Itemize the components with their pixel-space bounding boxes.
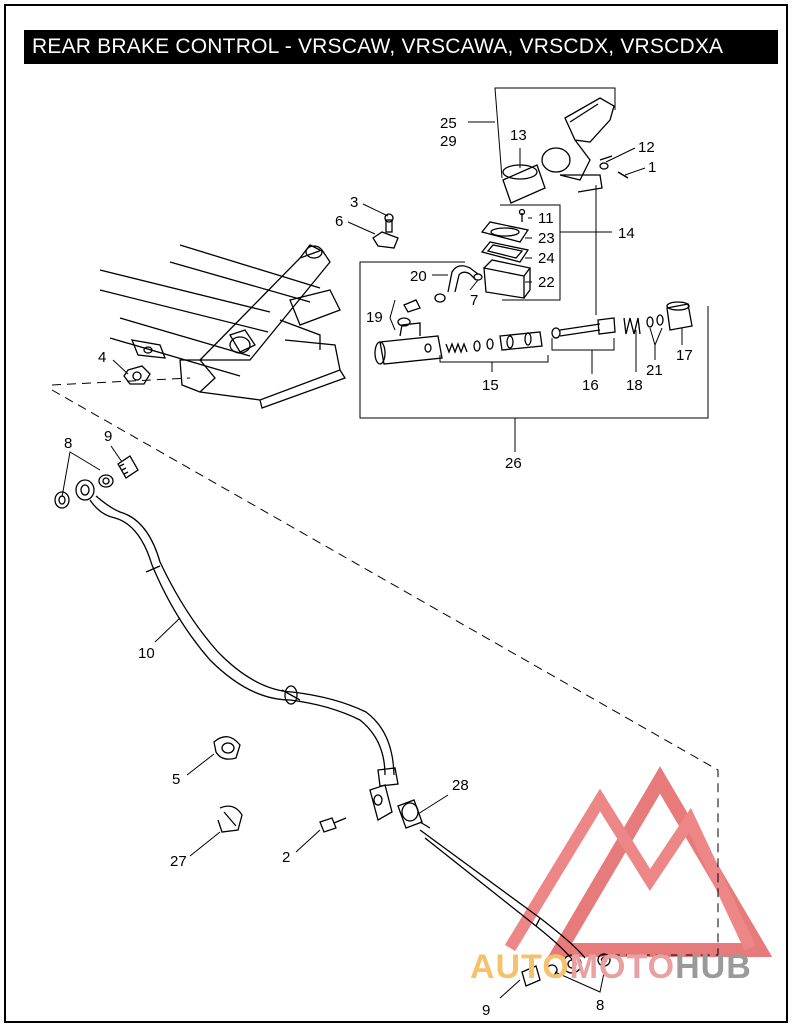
- watermark-part-auto: AUTO: [470, 948, 570, 986]
- diagram-frame: [4, 4, 788, 1023]
- watermark-part-moto: MOTO: [569, 948, 676, 986]
- callout-10: 10: [138, 645, 155, 662]
- master-cylinder: [374, 301, 693, 365]
- callout-11: 11: [538, 210, 554, 227]
- callout-brackets: [61, 87, 709, 999]
- callout-29: 29: [440, 133, 457, 150]
- watermark-part-hub: HUB: [675, 948, 752, 986]
- callout-24: 24: [538, 250, 555, 267]
- callout-16: 16: [582, 377, 599, 394]
- watermark-text: AUTOMOTOHUB: [470, 948, 752, 987]
- callout-labels: 25 29 13 12 1 3 6 11 23 14 24 20 22 7 19…: [64, 115, 693, 1019]
- dashed-assembly-line: [51, 377, 719, 956]
- brake-pedal: [541, 97, 629, 193]
- reservoir-hose: [397, 265, 483, 327]
- callout-17: 17: [676, 347, 693, 364]
- callout-21: 21: [646, 362, 663, 379]
- brake-switch-assembly: [319, 784, 431, 833]
- motorcycle-frame: [99, 244, 346, 409]
- callout-20: 20: [410, 268, 427, 285]
- banjo-fittings-lower: [521, 953, 611, 987]
- callout-2: 2: [282, 849, 290, 866]
- callout-19: 19: [366, 309, 383, 326]
- callout-28: 28: [452, 777, 469, 794]
- callout-25: 25: [440, 115, 457, 132]
- callout-26: 26: [505, 455, 522, 472]
- diagram-title: REAR BRAKE CONTROL - VRSCAW, VRSCAWA, VR…: [24, 30, 778, 64]
- callout-8-upper: 8: [64, 435, 72, 452]
- callout-9-lower: 9: [482, 1002, 490, 1019]
- callout-23: 23: [538, 230, 555, 247]
- callout-9-upper: 9: [104, 428, 112, 445]
- callout-5: 5: [172, 771, 180, 788]
- fasteners-upper: [123, 155, 613, 385]
- callout-7: 7: [470, 292, 478, 309]
- watermark-logo: [504, 766, 773, 957]
- line-clips: [213, 736, 243, 833]
- callout-12: 12: [638, 139, 655, 156]
- callout-18: 18: [626, 377, 643, 394]
- callout-14: 14: [618, 225, 635, 242]
- callout-15: 15: [482, 377, 499, 394]
- pivot-bushing: [502, 164, 546, 204]
- brake-line: [89, 495, 586, 963]
- callout-13: 13: [510, 127, 527, 144]
- callout-27: 27: [170, 853, 187, 870]
- callout-22: 22: [538, 274, 555, 291]
- callout-4: 4: [98, 349, 106, 366]
- banjo-fittings-upper: [54, 455, 139, 509]
- callout-6: 6: [335, 213, 343, 230]
- callout-8-lower: 8: [596, 997, 604, 1014]
- callout-3: 3: [350, 194, 358, 211]
- callout-1: 1: [648, 159, 656, 176]
- reservoir-assembly: [480, 208, 532, 299]
